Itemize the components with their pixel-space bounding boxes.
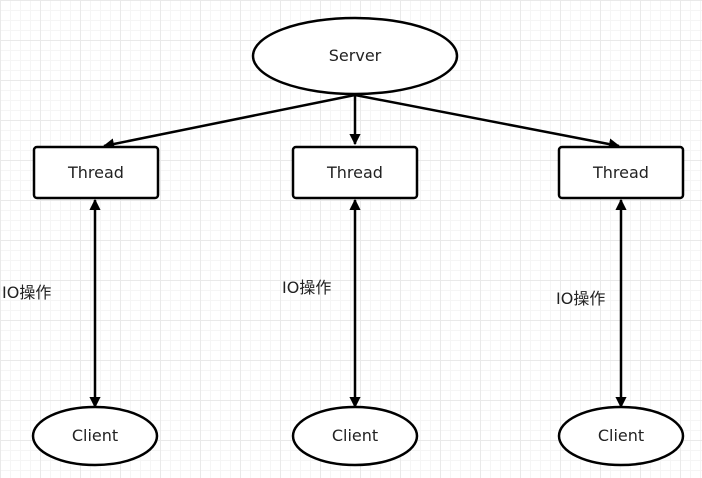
- edge-server-thread-3: [354, 93, 621, 150]
- edge-server-thread-1: [102, 93, 356, 150]
- io-label-2: IO操作: [282, 278, 332, 297]
- client-label: Client: [332, 426, 378, 445]
- thread-label: Thread: [592, 163, 649, 182]
- io-label-3: IO操作: [556, 289, 606, 308]
- thread-label: Thread: [326, 163, 383, 182]
- io-label-1: IO操作: [2, 283, 52, 302]
- client-node-1[interactable]: Client: [31, 405, 159, 467]
- client-label: Client: [72, 426, 118, 445]
- thread-node-3[interactable]: Thread: [557, 145, 685, 200]
- server-node[interactable]: Server: [251, 16, 459, 96]
- client-label: Client: [598, 426, 644, 445]
- thread-node-2[interactable]: Thread: [291, 145, 419, 200]
- thread-label: Thread: [67, 163, 124, 182]
- client-node-2[interactable]: Client: [291, 405, 419, 467]
- server-label: Server: [329, 46, 382, 65]
- thread-node-1[interactable]: Thread: [32, 145, 160, 200]
- client-node-3[interactable]: Client: [557, 405, 685, 467]
